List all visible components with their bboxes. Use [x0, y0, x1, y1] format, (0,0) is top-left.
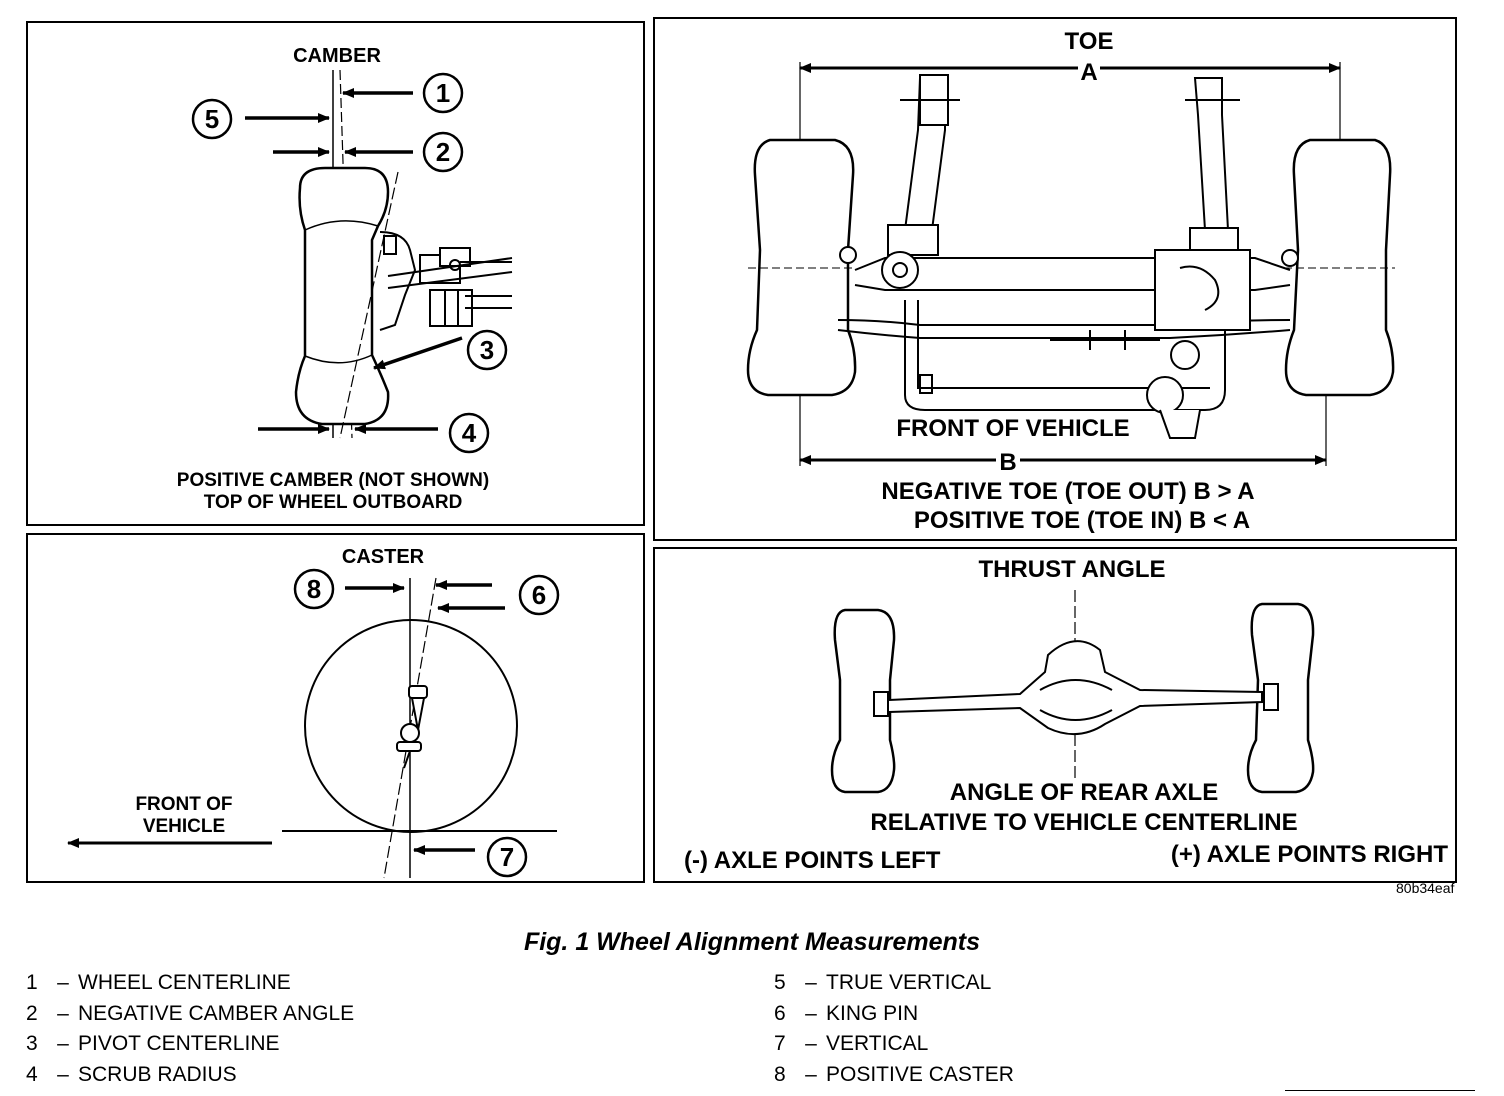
callout-5: 5 — [191, 98, 233, 140]
legend-item: 5–TRUE VERTICAL — [774, 971, 992, 994]
svg-text:5: 5 — [205, 104, 219, 134]
legend-item: 7–VERTICAL — [774, 1032, 929, 1055]
callout-2: 2 — [422, 131, 464, 173]
camber-note-line1: POSITIVE CAMBER (NOT SHOWN) — [177, 470, 489, 491]
toe-panel: TOE A B — [653, 17, 1457, 541]
legend-left-column: 1–WHEEL CENTERLINE 2–NEGATIVE CAMBER ANG… — [26, 968, 354, 1090]
svg-text:6: 6 — [532, 580, 546, 610]
caster-title: CASTER — [342, 546, 425, 568]
bottom-rule — [1285, 1090, 1475, 1091]
thrust-title: THRUST ANGLE — [978, 556, 1165, 583]
toe-title: TOE — [1065, 28, 1114, 55]
callout-6: 6 — [518, 574, 560, 616]
pivot-centerline — [339, 171, 399, 439]
legend-item: 1–WHEEL CENTERLINE — [26, 971, 291, 994]
toe-positive-line: POSITIVE TOE (TOE IN) B < A — [914, 507, 1250, 534]
callout-7: 7 — [486, 836, 528, 878]
camber-panel: CAMBER — [26, 21, 645, 526]
toe-dim-b: B — [999, 449, 1016, 476]
legend-item: 8–POSITIVE CASTER — [774, 1062, 1014, 1086]
svg-text:2: 2 — [436, 137, 450, 167]
svg-text:8: 8 — [307, 574, 321, 604]
camber-tire — [294, 166, 390, 426]
toe-dim-a: A — [1080, 59, 1097, 86]
caster-front-line2: VEHICLE — [143, 816, 225, 837]
thrust-line1: ANGLE OF REAR AXLE — [950, 779, 1218, 806]
thrust-left-tire — [830, 608, 896, 794]
thrust-rear-axle — [873, 640, 1279, 735]
caster-panel: CASTER 8 6 7 FRONT OF V — [26, 533, 645, 883]
callout-1: 1 — [422, 72, 464, 114]
svg-text:7: 7 — [500, 842, 514, 872]
camber-note-line2: TOP OF WHEEL OUTBOARD — [204, 492, 463, 513]
caster-knuckle — [396, 685, 428, 769]
svg-text:4: 4 — [462, 418, 477, 448]
legend-right-column: 5–TRUE VERTICAL 6–KING PIN 7–VERTICAL 8–… — [774, 968, 1014, 1090]
camber-suspension — [379, 231, 513, 331]
legend-item: 3–PIVOT CENTERLINE — [26, 1032, 280, 1055]
thrust-right-tire — [1246, 602, 1315, 794]
callout-8: 8 — [293, 568, 335, 610]
caster-front-line1: FRONT OF — [135, 794, 232, 815]
svg-text:3: 3 — [480, 335, 494, 365]
callout-4: 4 — [448, 412, 490, 454]
camber-title: CAMBER — [293, 45, 381, 67]
toe-negative-line: NEGATIVE TOE (TOE OUT) B > A — [881, 478, 1254, 505]
legend-item: 2–NEGATIVE CAMBER ANGLE — [26, 1001, 355, 1025]
toe-front-label: FRONT OF VEHICLE — [896, 415, 1129, 442]
callout-3: 3 — [466, 329, 508, 371]
figure-caption: Fig. 1 Wheel Alignment Measurements — [523, 928, 981, 956]
thrust-left-note: (-) AXLE POINTS LEFT — [684, 847, 941, 874]
figure-id: 80b34eaf — [1396, 880, 1455, 896]
legend-item: 6–KING PIN — [774, 1001, 919, 1025]
toe-axle-assembly — [837, 74, 1299, 439]
legend-item: 4–SCRUB RADIUS — [26, 1062, 237, 1086]
thrust-panel: THRUST ANGLE ANGLE OF REAR AXLE RELATIVE… — [653, 547, 1457, 883]
thrust-line2: RELATIVE TO VEHICLE CENTERLINE — [870, 809, 1297, 836]
thrust-right-note: (+) AXLE POINTS RIGHT — [1171, 841, 1448, 868]
svg-text:1: 1 — [436, 78, 450, 108]
